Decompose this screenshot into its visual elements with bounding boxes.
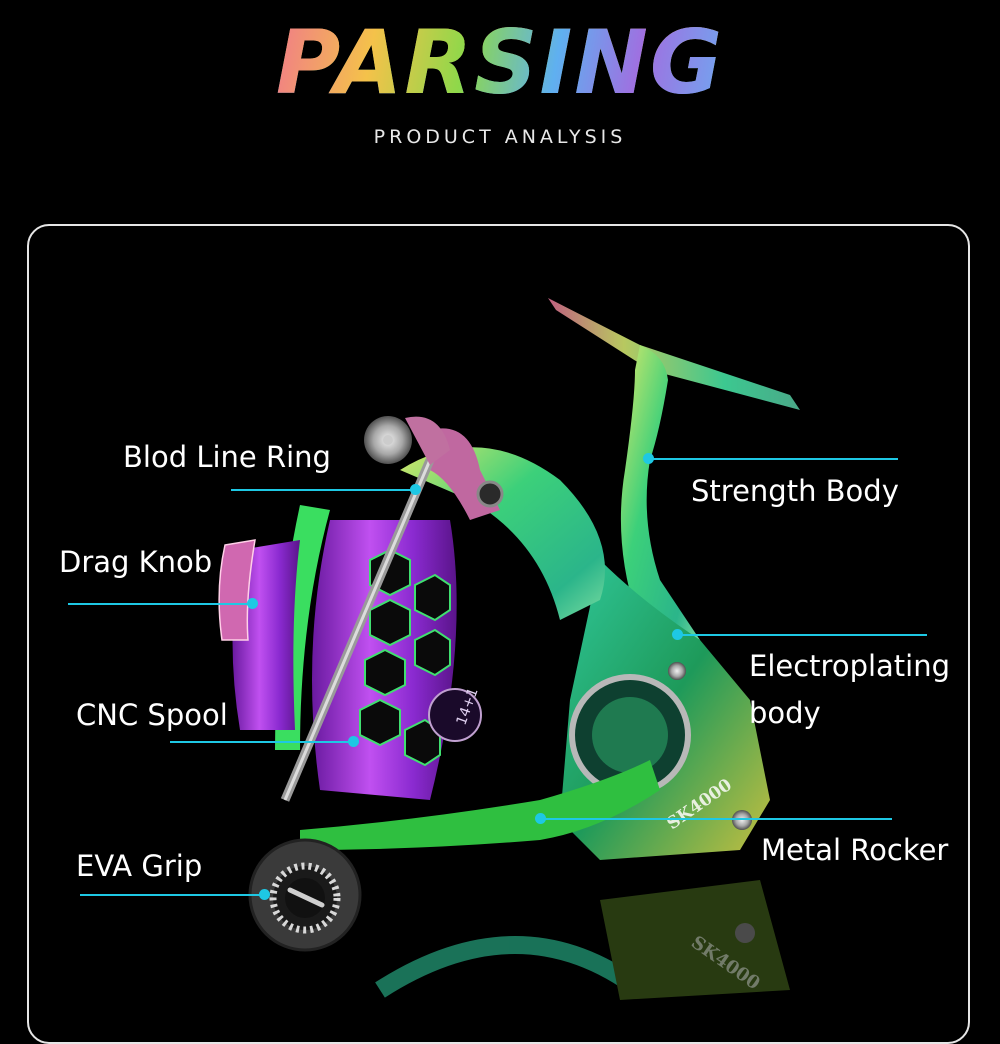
callout-label: EVA Grip bbox=[76, 849, 203, 883]
callout-label: Drag Knob bbox=[59, 545, 213, 579]
callout-label: Strength Body bbox=[691, 474, 899, 508]
callout-label: Metal Rocker bbox=[761, 833, 949, 867]
callout-dot bbox=[348, 736, 359, 747]
callout-line bbox=[231, 489, 411, 491]
callout-line bbox=[80, 894, 260, 896]
callout-label-line2: body bbox=[749, 696, 821, 730]
callout-line bbox=[170, 741, 350, 743]
callout-dot bbox=[410, 484, 421, 495]
callout-line bbox=[540, 818, 892, 820]
page-subtitle: PRODUCT ANALYSIS bbox=[373, 126, 627, 148]
callout-line bbox=[677, 634, 927, 636]
callout-label-line1: Electroplating bbox=[749, 649, 951, 683]
title-text: PARSING bbox=[276, 8, 724, 118]
callout-label: Blod Line Ring bbox=[123, 440, 331, 474]
callout-dot bbox=[247, 598, 258, 609]
page-title: PARSING bbox=[0, 8, 1000, 118]
callout-line bbox=[68, 603, 248, 605]
callout-line bbox=[648, 458, 898, 460]
callout-label: CNC Spool bbox=[76, 698, 228, 732]
fishing-reel-image: SK4000 SK4000 14+1 bbox=[218, 298, 800, 1000]
callout-dot bbox=[259, 889, 270, 900]
